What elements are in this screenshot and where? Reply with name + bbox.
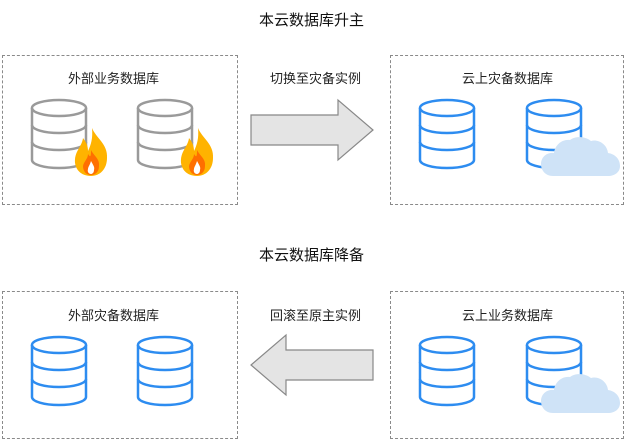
rollback-to-primary-label: 回滚至原主实例 — [270, 309, 362, 324]
cloud-dr-db-box — [390, 55, 624, 205]
arrow-right-icon — [250, 98, 374, 162]
external-dr-db-box — [2, 291, 238, 439]
external-business-db-box — [2, 55, 238, 205]
cloud-business-db-box — [390, 291, 624, 439]
external-dr-db-label: 外部灾备数据库 — [68, 309, 160, 324]
switch-to-dr-label: 切换至灾备实例 — [270, 72, 362, 87]
database-icon — [30, 335, 88, 407]
database-icon — [418, 98, 476, 170]
cloud-business-db-label: 云上业务数据库 — [462, 309, 554, 324]
database-icon — [418, 335, 476, 407]
cloud-dr-db-label: 云上灾备数据库 — [462, 72, 554, 87]
database-icon — [136, 335, 194, 407]
external-business-db-label: 外部业务数据库 — [68, 72, 160, 87]
demote-title: 本云数据库降备 — [259, 246, 365, 264]
promote-title: 本云数据库升主 — [259, 11, 365, 29]
arrow-left-icon — [250, 333, 374, 397]
